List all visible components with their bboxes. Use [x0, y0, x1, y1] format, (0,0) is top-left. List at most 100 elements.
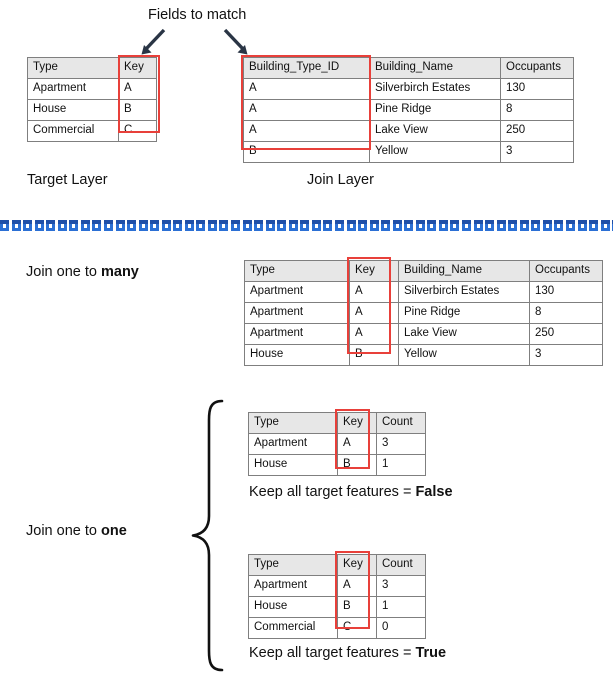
cell-key: A: [349, 302, 399, 324]
column-header-key: Key: [349, 260, 399, 282]
divider-dash: [254, 220, 264, 231]
divider-dash: [161, 220, 171, 231]
divider-dash: [57, 220, 67, 231]
join-one-to-many-label: Join one to many: [26, 264, 139, 280]
table-header-row: Type Key Count: [248, 412, 426, 434]
cell-building-name: Pine Ridge: [398, 302, 530, 324]
join-one-to-many-prefix: Join one to: [26, 264, 101, 280]
join-layer-table: Building_Type_ID Building_Name Occupants…: [243, 57, 574, 163]
table-row: Apartment A: [27, 78, 157, 100]
table-header-row: Type Key Count: [248, 554, 426, 576]
cell-key: C: [337, 617, 377, 639]
cell-type: Apartment: [248, 575, 338, 597]
target-layer-label: Target Layer: [27, 172, 108, 188]
cell-key: B: [118, 99, 157, 121]
divider-dash: [184, 220, 194, 231]
one-to-one-true-table-wrap: Type Key Count Apartment A 3 House B 1 C…: [248, 551, 426, 639]
cell-occupants: 8: [500, 99, 574, 121]
cell-type: House: [248, 596, 338, 618]
keep-false-prefix: Keep all target features =: [249, 484, 416, 500]
divider-dash: [565, 220, 575, 231]
cell-key: B: [337, 596, 377, 618]
divider-dash: [589, 220, 599, 231]
table-row: House B Yellow 3: [244, 344, 603, 366]
target-layer-table: Type Key Apartment A House B Commercial …: [27, 57, 157, 142]
cell-building-type-id: A: [243, 78, 370, 100]
cell-occupants: 3: [500, 141, 574, 163]
curly-brace-icon: [188, 398, 230, 673]
cell-type: Commercial: [27, 120, 119, 142]
cell-type: Apartment: [248, 433, 338, 455]
divider-dash: [265, 220, 275, 231]
divider-dash: [127, 220, 137, 231]
divider-dash: [196, 220, 206, 231]
join-layer-label: Join Layer: [307, 172, 374, 188]
divider-dash: [473, 220, 483, 231]
join-layer-table-wrap: Building_Type_ID Building_Name Occupants…: [241, 55, 574, 163]
divider-dash: [404, 220, 414, 231]
divider-dash: [346, 220, 356, 231]
divider-dash: [369, 220, 379, 231]
table-row: A Pine Ridge 8: [243, 99, 574, 121]
table-row: House B: [27, 99, 157, 121]
cell-building-name: Silverbirch Estates: [369, 78, 501, 100]
column-header-type: Type: [244, 260, 350, 282]
column-header-key: Key: [337, 412, 377, 434]
table-row: House B 1: [248, 454, 426, 476]
divider-dash: [277, 220, 287, 231]
divider-dash: [242, 220, 252, 231]
divider-dash: [69, 220, 79, 231]
divider-dash: [80, 220, 90, 231]
decorative-divider-icon: [0, 220, 613, 231]
table-header-row: Type Key Building_Name Occupants: [244, 260, 603, 282]
divider-dash: [542, 220, 552, 231]
table-row: Commercial C: [27, 120, 157, 142]
column-header-type: Type: [248, 412, 338, 434]
divider-dash: [427, 220, 437, 231]
cell-building-name: Yellow: [369, 141, 501, 163]
cell-key: A: [349, 323, 399, 345]
one-to-one-false-table: Type Key Count Apartment A 3 House B 1: [248, 412, 426, 476]
cell-count: 1: [376, 454, 426, 476]
divider-dash: [554, 220, 564, 231]
table-header-row: Type Key: [27, 57, 157, 79]
join-one-to-one-prefix: Join one to: [26, 523, 101, 539]
divider-dash: [508, 220, 518, 231]
cell-occupants: 250: [529, 323, 603, 345]
column-header-building-type-id: Building_Type_ID: [243, 57, 370, 79]
join-one-to-one-strong: one: [100, 523, 127, 539]
column-header-count: Count: [376, 412, 426, 434]
cell-building-name: Lake View: [369, 120, 501, 142]
divider-dash: [311, 220, 321, 231]
one-to-one-true-table: Type Key Count Apartment A 3 House B 1 C…: [248, 554, 426, 639]
cell-count: 0: [376, 617, 426, 639]
table-row: Apartment A 3: [248, 575, 426, 597]
divider-dash: [358, 220, 368, 231]
keep-true-prefix: Keep all target features =: [249, 645, 416, 661]
keep-true-strong: True: [415, 645, 447, 661]
cell-building-name: Yellow: [398, 344, 530, 366]
divider-dash: [23, 220, 33, 231]
column-header-occupants: Occupants: [500, 57, 574, 79]
divider-dash: [496, 220, 506, 231]
cell-occupants: 130: [529, 281, 603, 303]
keep-all-target-features-true-label: Keep all target features = True: [249, 645, 446, 661]
table-row: A Silverbirch Estates 130: [243, 78, 574, 100]
column-header-occupants: Occupants: [529, 260, 603, 282]
divider-dash: [462, 220, 471, 231]
cell-occupants: 8: [529, 302, 603, 324]
table-row: A Lake View 250: [243, 120, 574, 142]
divider-dash: [173, 220, 183, 231]
cell-key: A: [118, 78, 157, 100]
divider-dash: [485, 220, 495, 231]
divider-dash: [600, 220, 610, 231]
cell-type: House: [244, 344, 350, 366]
column-header-count: Count: [376, 554, 426, 576]
cell-type: Commercial: [248, 617, 338, 639]
cell-key: A: [337, 433, 377, 455]
divider-dash: [577, 220, 587, 231]
cell-type: House: [248, 454, 338, 476]
cell-key: A: [337, 575, 377, 597]
table-row: Apartment A Silverbirch Estates 130: [244, 281, 603, 303]
join-one-to-many-strong: many: [100, 264, 139, 280]
